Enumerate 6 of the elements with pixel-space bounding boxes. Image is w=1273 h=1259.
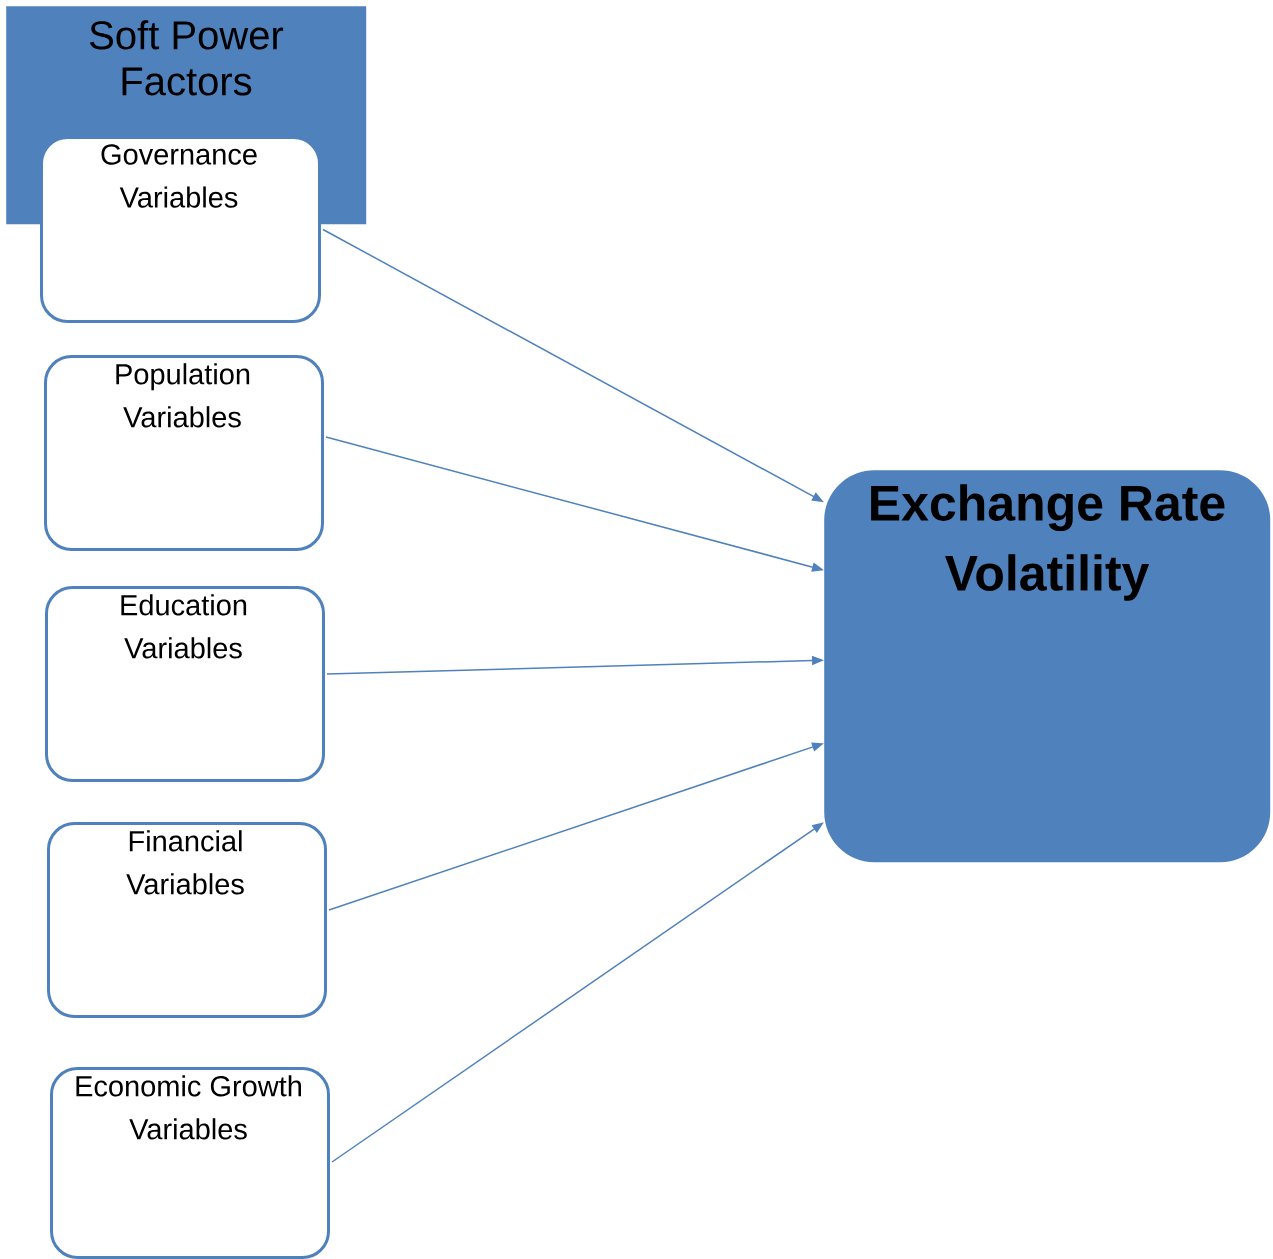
- variable-box: Education Variables: [45, 586, 325, 782]
- target-box: Exchange Rate Volatility: [824, 470, 1271, 863]
- variable-box: Economic Growth Variables: [50, 1067, 330, 1259]
- variable-box: Financial Variables: [47, 822, 327, 1018]
- variable-box: Population Variables: [44, 355, 324, 551]
- variable-box: Governance Variables: [40, 136, 321, 323]
